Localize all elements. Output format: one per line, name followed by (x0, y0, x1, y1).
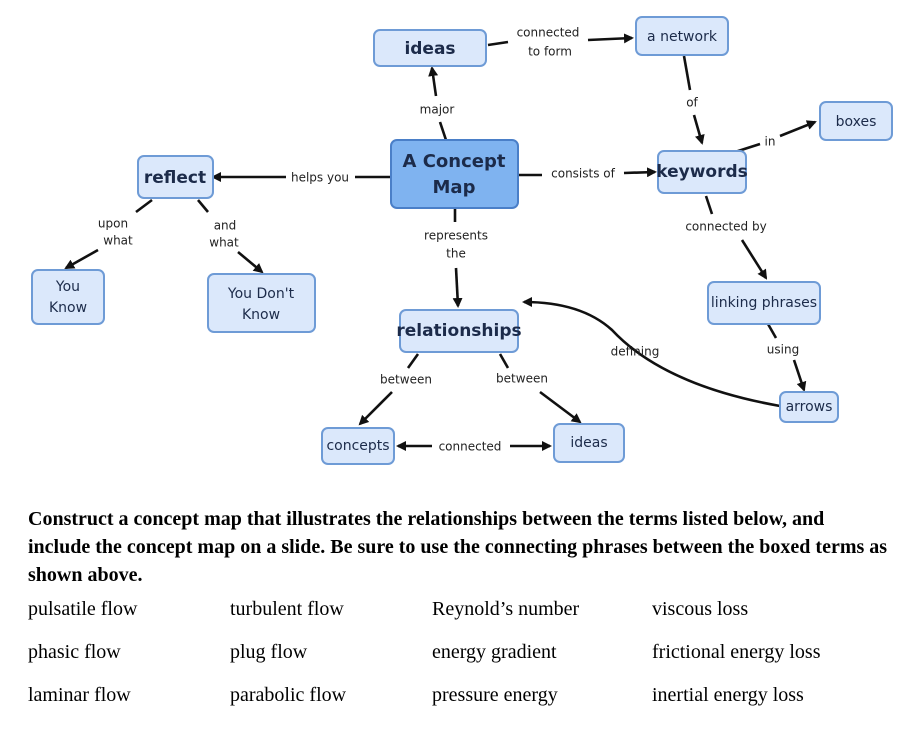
node-label-line2: Map (433, 177, 476, 198)
arrow-linking-arrows-b (792, 359, 807, 392)
node-label: boxes (836, 114, 877, 130)
label-represents-the-1: represents (424, 229, 488, 243)
node-label-line1: A Concept (403, 151, 506, 172)
instructions-text: Construct a concept map that illustrates… (28, 508, 888, 586)
label-helps-you: helps you (291, 171, 349, 185)
term: Reynold’s number (432, 598, 580, 620)
label-represents-the-2: the (446, 247, 466, 261)
term: viscous loss (652, 598, 749, 620)
label-major: major (420, 103, 455, 117)
node-label: keywords (656, 162, 748, 182)
label-defining: defining (611, 345, 660, 359)
node-arrows: arrows (779, 391, 839, 423)
arrow-network-keywords-b (692, 114, 705, 145)
label-between-right: between (496, 372, 548, 386)
node-ideas-top: ideas (373, 29, 487, 67)
arrow-reflect-youdontknow-b (237, 251, 264, 274)
node-label-line1: You Don't (227, 286, 295, 302)
arrow-center-ideas-b (428, 66, 439, 97)
arrow-linking-arrows-a (766, 323, 778, 339)
arrow-center-relationships-b (452, 267, 463, 308)
node-reflect: reflect (137, 155, 214, 199)
arrow-center-ideas-a (438, 121, 448, 141)
label-of: of (686, 96, 698, 110)
term: inertial energy loss (652, 684, 804, 706)
term: phasic flow (28, 641, 121, 663)
arrow-reflect-youdontknow-a (197, 199, 209, 213)
connectors (64, 33, 817, 451)
arrow-relationships-ideas-b (539, 390, 582, 424)
arrow-keywords-boxes-b (779, 120, 817, 138)
label-connected: connected (439, 440, 502, 454)
node-label: ideas (404, 39, 455, 59)
arrow-center-keywords-b (623, 167, 657, 178)
label-upon-what-1: upon (98, 217, 128, 231)
label-and-what-1: and (214, 219, 237, 233)
arrow-ideas-network-b (587, 33, 634, 44)
arrow-relationships-concepts-b (358, 391, 393, 426)
node-label: reflect (144, 168, 206, 188)
term: parabolic flow (230, 684, 347, 706)
node-label: relationships (396, 321, 521, 341)
label-in: in (765, 135, 776, 149)
terms-row: pulsatile flow turbulent flow Reynold’s … (28, 598, 888, 641)
term: energy gradient (432, 641, 557, 663)
node-label: a network (647, 29, 718, 45)
node-relationships: relationships (396, 309, 522, 353)
node-label-line1: You (55, 279, 80, 295)
node-label: ideas (570, 435, 607, 451)
arrow-relationships-concepts-a (406, 353, 420, 369)
terms-row: laminar flow parabolic flow pressure ene… (28, 684, 888, 727)
term: frictional energy loss (652, 641, 821, 663)
term: pulsatile flow (28, 598, 138, 620)
node-concept-map-center: A Concept Map (390, 139, 519, 209)
node-linking-phrases: linking phrases (707, 281, 821, 325)
node-network: a network (635, 16, 729, 56)
terms-list: pulsatile flow turbulent flow Reynold’s … (28, 598, 888, 727)
node-concepts: concepts (321, 427, 395, 465)
node-label: arrows (786, 399, 833, 415)
node-label: concepts (326, 438, 389, 454)
term: laminar flow (28, 684, 131, 706)
term: turbulent flow (230, 598, 344, 620)
node-boxes: boxes (819, 101, 893, 141)
arrow-keywords-linking-b (740, 239, 768, 280)
link-labels: connected to form of in major helps you … (98, 26, 799, 454)
label-consists-of: consists of (551, 167, 615, 181)
term: pressure energy (432, 684, 558, 706)
arrow-reflect-youknow-b (64, 248, 99, 270)
node-ideas-bottom: ideas (553, 423, 625, 463)
label-between-left: between (380, 373, 432, 387)
node-label-line2: Know (242, 307, 280, 323)
node-label: linking phrases (711, 295, 817, 311)
arrow-network-keywords-a (682, 55, 692, 91)
arrow-keywords-linking-a (704, 195, 714, 215)
node-you-dont-know: You Don't Know (207, 273, 316, 333)
arrow-relationships-ideas-a (498, 353, 510, 369)
label-using: using (767, 343, 799, 357)
node-label-line2: Know (49, 300, 87, 316)
label-upon-what-2: what (103, 234, 133, 248)
label-and-what-2: what (209, 236, 239, 250)
term: plug flow (230, 641, 308, 663)
concept-map-diagram: connected to form of in major helps you … (31, 16, 893, 465)
label-connected-by: connected by (685, 220, 766, 234)
label-connected-to-form-2: to form (528, 45, 572, 59)
arrow-ideas-network-a (487, 40, 509, 47)
node-you-know: You Know (31, 269, 105, 325)
terms-row: phasic flow plug flow energy gradient fr… (28, 641, 888, 684)
arrow-arrows-relationships (522, 297, 781, 408)
arrow-reflect-youknow-a (135, 198, 153, 214)
node-keywords: keywords (656, 150, 748, 194)
label-connected-to-form-1: connected (517, 26, 580, 40)
